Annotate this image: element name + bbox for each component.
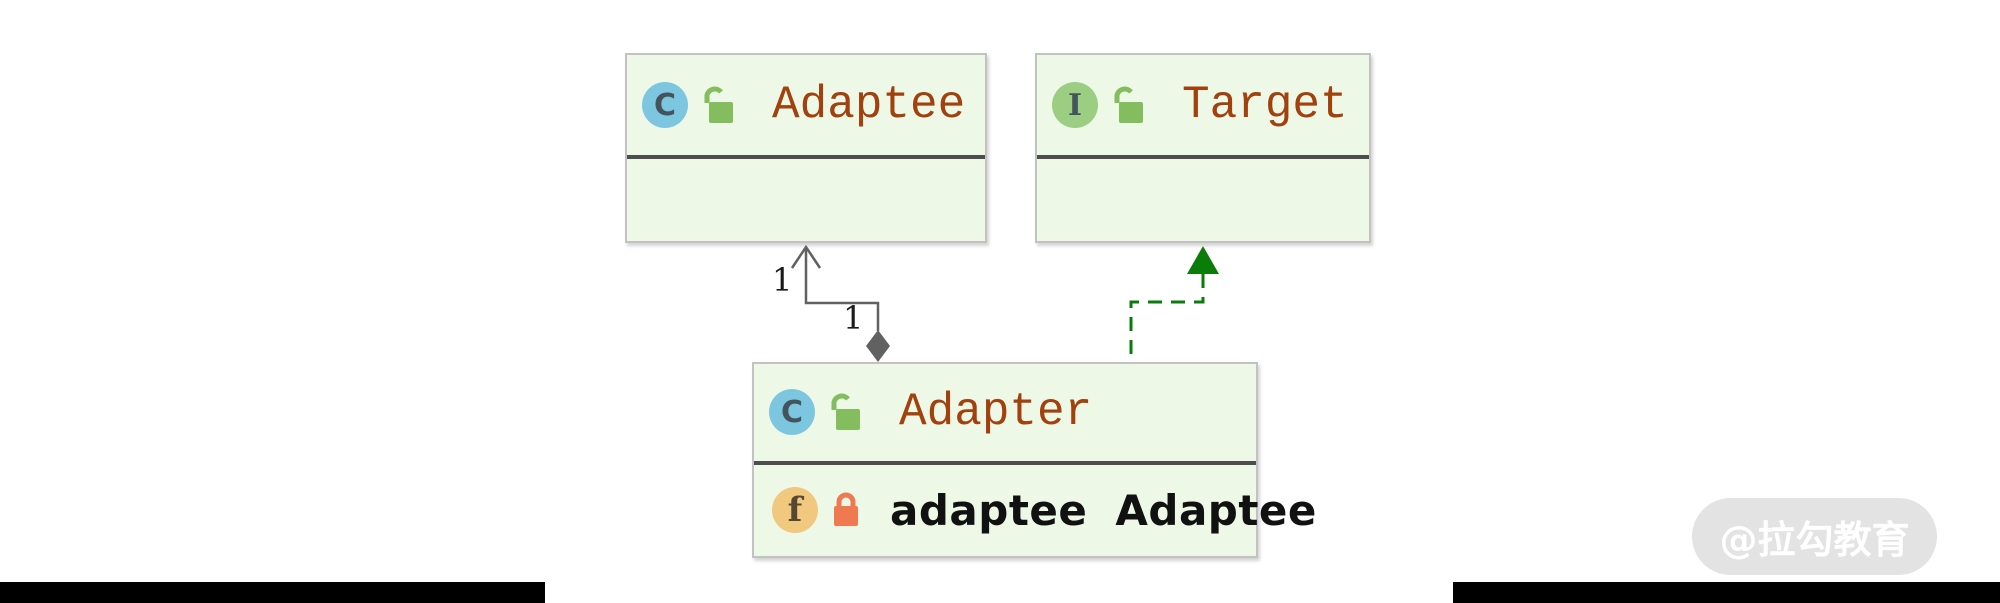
field-row-adaptee[interactable]: f adaptee Adaptee [754,465,1316,556]
realization-edge[interactable] [1129,274,1205,361]
class-header-adaptee[interactable]: C Adaptee [627,55,985,155]
class-header-target[interactable]: I Target [1037,55,1369,155]
public-unlocked-icon [1114,86,1143,123]
open-arrowhead-icon [790,244,822,269]
field-type: Adaptee [1115,485,1317,535]
section-divider [1037,155,1369,159]
private-locked-icon [834,493,858,527]
members-section-empty [627,159,985,241]
class-header-adapter[interactable]: C Adapter [754,364,1256,461]
interface-icon: I [1052,82,1098,128]
public-unlocked-icon [831,393,860,431]
class-box-adaptee[interactable]: C Adaptee [625,53,987,243]
watermark-badge: @拉勾教育 [1692,498,1937,575]
public-unlocked-icon [704,86,733,123]
class-name: Adapter [899,386,1093,439]
footer-bar-right [1453,582,2000,603]
class-name: Target [1182,79,1348,131]
section-divider [754,460,1256,465]
realization-arrowhead-icon [1187,246,1219,274]
field-icon: f [772,487,818,534]
multiplicity-label-adapter-end: 1 [843,299,864,337]
footer-bar-left [0,582,545,603]
class-icon: C [642,82,688,128]
section-divider [627,155,985,159]
field-name: adaptee [890,485,1088,535]
composition-diamond-icon [866,330,890,362]
members-section-empty [1037,159,1369,241]
class-box-target[interactable]: I Target [1035,53,1371,243]
class-name: Adaptee [772,79,966,131]
multiplicity-label-adaptee-end: 1 [772,261,793,299]
class-icon: C [769,389,815,436]
composition-edge[interactable] [804,247,880,331]
watermark-text: @拉勾教育 [1719,518,1910,562]
class-box-adapter[interactable]: C Adapter f adaptee Adaptee [752,362,1316,558]
